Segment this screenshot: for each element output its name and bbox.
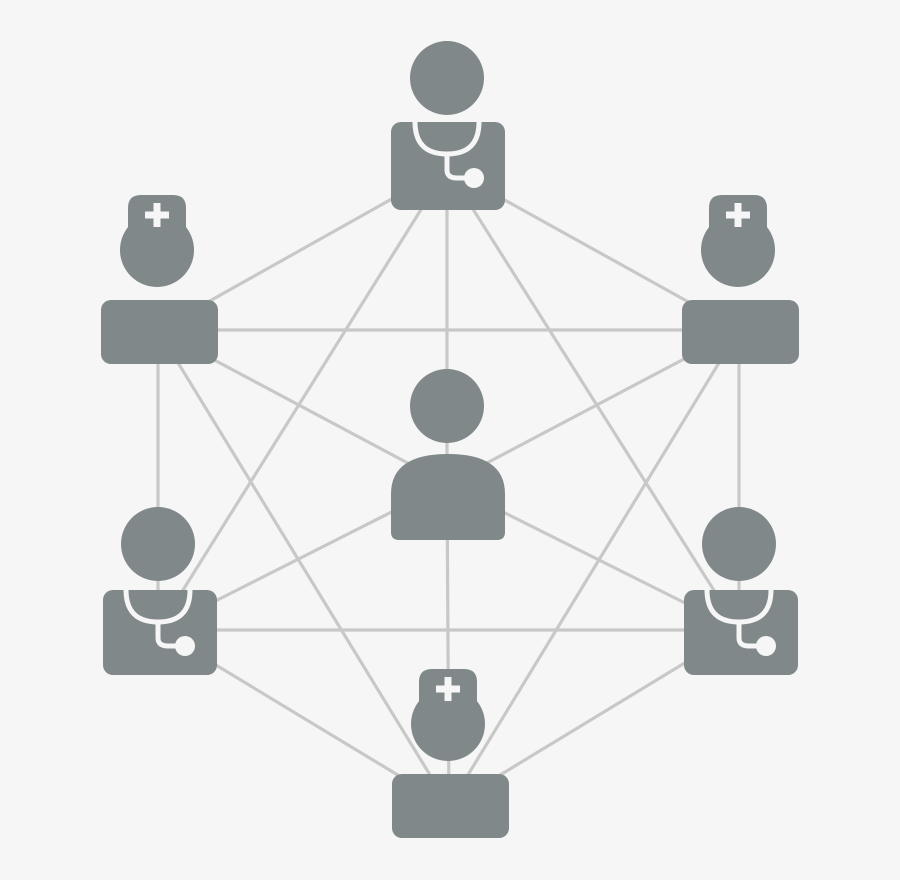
nurse-icon	[101, 195, 218, 364]
medical-cross-icon	[436, 677, 460, 701]
doctor-icon	[391, 41, 505, 210]
stethoscope-icon	[123, 587, 195, 656]
person-body	[391, 454, 505, 540]
connector-upper-left-bottom	[156, 328, 451, 808]
doctor-head	[702, 507, 776, 581]
person-icon	[391, 369, 505, 540]
doctor-icon	[103, 507, 217, 675]
doctor-head	[121, 507, 195, 581]
stethoscope-icon	[412, 119, 484, 188]
doctor-head	[410, 41, 484, 115]
medical-cross-icon	[726, 203, 750, 227]
connector-upper-right-bottom	[447, 328, 741, 808]
stethoscope-icon	[704, 587, 776, 656]
connector-top-lower-right	[445, 166, 741, 632]
nurse-body	[682, 300, 799, 364]
network-nodes	[101, 41, 799, 838]
person-head	[410, 369, 484, 443]
medical-cross-icon	[145, 203, 169, 227]
connector-top-lower-left	[156, 166, 449, 632]
nurse-icon	[682, 195, 799, 364]
doctor-icon	[684, 507, 798, 675]
nurse-icon	[392, 669, 509, 838]
nurse-body	[392, 774, 509, 838]
nurse-body	[101, 300, 218, 364]
